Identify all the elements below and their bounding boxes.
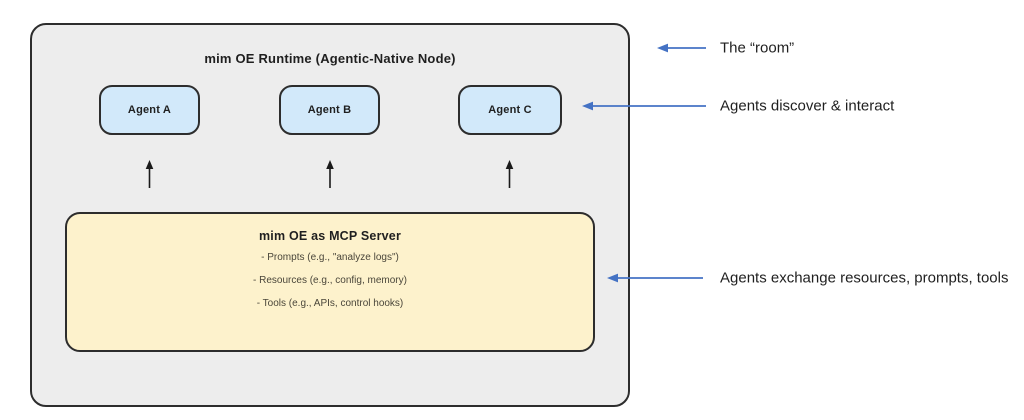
runtime-room-title: mim OE Runtime (Agentic-Native Node) xyxy=(204,51,456,66)
annotation-arrowhead-room-icon xyxy=(657,43,668,53)
mcp-item-tools: - Tools (e.g., APIs, control hooks) xyxy=(256,298,404,309)
agent-c-label: Agent C xyxy=(488,104,532,116)
agent-b-label: Agent B xyxy=(307,104,352,116)
annotation-exchange-label: Agents exchange resources, prompts, tool… xyxy=(720,269,1009,287)
annotation-room-label: The “room” xyxy=(720,39,795,57)
mcp-server-title: mim OE as MCP Server xyxy=(258,229,402,243)
mcp-item-prompts: - Prompts (e.g., "analyze logs") xyxy=(261,252,399,263)
agent-a-box: Agent A xyxy=(99,85,200,135)
agent-a-label: Agent A xyxy=(127,104,172,116)
mcp-server-box: mim OE as MCP Server - Prompts (e.g., "a… xyxy=(65,212,595,352)
agent-c-box: Agent C xyxy=(458,85,562,135)
annotation-discover-label: Agents discover & interact xyxy=(720,97,895,115)
mcp-item-resources: - Resources (e.g., config, memory) xyxy=(253,275,407,286)
agent-b-box: Agent B xyxy=(279,85,380,135)
annotation-arrow-room xyxy=(657,43,706,53)
